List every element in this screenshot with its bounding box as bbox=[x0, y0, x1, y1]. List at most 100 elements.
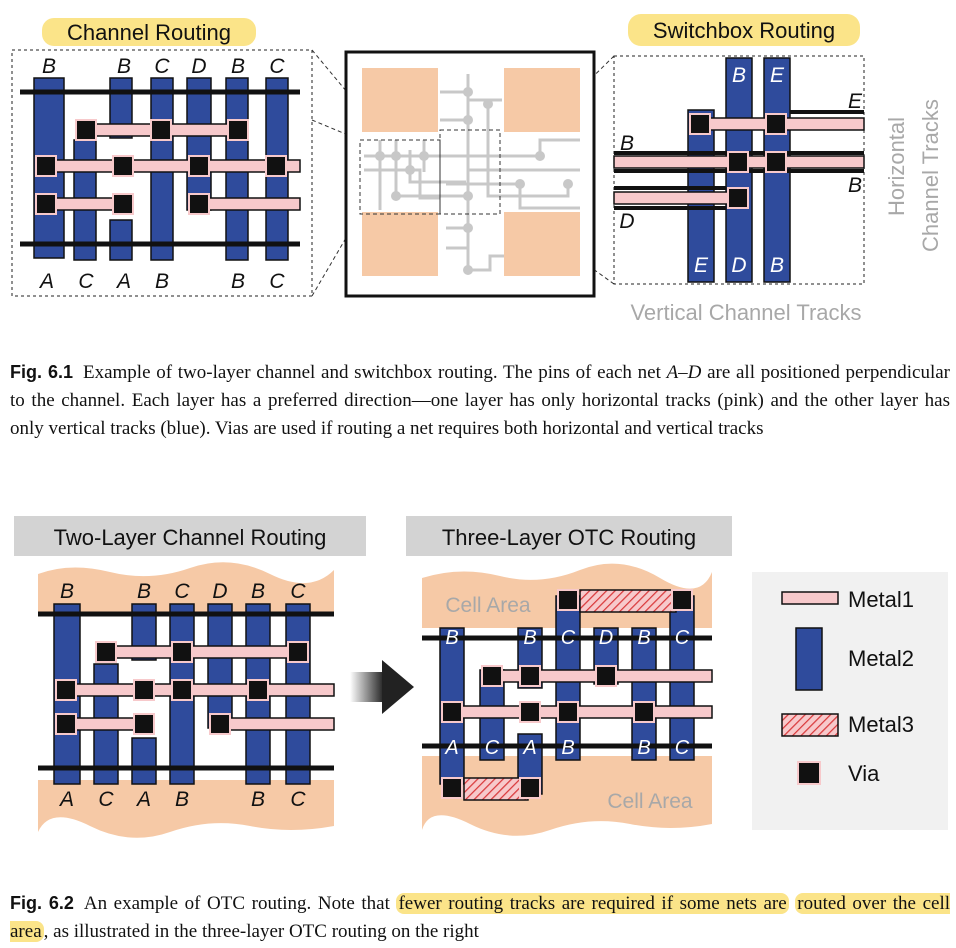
channel-title-highlight bbox=[42, 18, 256, 46]
via bbox=[55, 679, 77, 701]
metal3-track bbox=[463, 777, 529, 801]
via bbox=[595, 665, 617, 687]
pin-label: B bbox=[620, 132, 634, 155]
pin-label: B bbox=[137, 580, 151, 603]
legend-metal2-label: Metal2 bbox=[848, 646, 914, 671]
metal1-track bbox=[197, 197, 301, 211]
pin-label: B bbox=[561, 737, 574, 759]
via bbox=[55, 713, 77, 735]
pin-label: B bbox=[848, 174, 862, 197]
chip-wire-dots bbox=[375, 87, 573, 275]
pin-label: B bbox=[770, 254, 784, 277]
pin-label: E bbox=[848, 90, 863, 113]
via-group bbox=[441, 589, 693, 799]
via bbox=[633, 701, 655, 723]
via bbox=[133, 713, 155, 735]
via bbox=[481, 665, 503, 687]
pin-label: D bbox=[191, 55, 206, 78]
pin-label: B bbox=[523, 627, 536, 649]
pin-label: A bbox=[135, 788, 151, 811]
via bbox=[671, 589, 693, 611]
via bbox=[171, 679, 193, 701]
vertical-tracks-label: Vertical Channel Tracks bbox=[630, 300, 861, 325]
cell-block bbox=[504, 68, 580, 132]
via bbox=[557, 701, 579, 723]
two-layer-title-box bbox=[14, 516, 366, 556]
pin-label: C bbox=[675, 737, 690, 759]
via bbox=[75, 119, 97, 141]
via bbox=[171, 641, 193, 663]
metal2-track bbox=[131, 737, 157, 785]
via bbox=[287, 641, 309, 663]
fig1-switchbox-panel: Switchbox Routing B E E D B B D E bbox=[613, 14, 943, 325]
channel-dashed-frame bbox=[11, 49, 313, 297]
fig2-two-layer-panel: Two-Layer Channel Routing bbox=[14, 516, 366, 838]
fig1-channel-panel: Channel Routing bbox=[11, 18, 313, 297]
transition-arrow bbox=[350, 660, 414, 714]
fig2-caption-text-1: An example of OTC routing. Note that bbox=[83, 893, 397, 914]
metal2-track bbox=[109, 219, 133, 261]
pin-label: B bbox=[637, 627, 650, 649]
cell-block bbox=[504, 212, 580, 276]
pin-label: B bbox=[42, 55, 56, 78]
via bbox=[265, 155, 287, 177]
via-group bbox=[689, 113, 787, 209]
legend-metal1-swatch bbox=[781, 591, 839, 605]
pin-label: C bbox=[174, 580, 190, 603]
fig2-caption-highlight-1: fewer routing tracks are required if som… bbox=[396, 893, 789, 914]
cell-area-bottom bbox=[422, 756, 712, 836]
fig1-caption-text-1: Example of two-layer channel and switchb… bbox=[82, 362, 667, 383]
pin-label: C bbox=[485, 737, 500, 759]
pin-label: A bbox=[115, 270, 131, 293]
fig2-three-layer-panel: Three-Layer OTC Routing Cell Area Cell A… bbox=[406, 516, 732, 836]
metal2-track bbox=[186, 77, 212, 211]
switchbox-title-highlight bbox=[628, 14, 860, 46]
pin-label: C bbox=[290, 788, 306, 811]
legend-metal2-swatch bbox=[795, 627, 823, 691]
pin-label: C bbox=[561, 627, 576, 649]
fig1-caption-label: Fig. 6.1 bbox=[10, 362, 73, 382]
via bbox=[133, 679, 155, 701]
legend-metal1-label: Metal1 bbox=[848, 587, 914, 612]
cell-area-label: Cell Area bbox=[445, 594, 531, 617]
pin-label: D bbox=[212, 580, 227, 603]
via bbox=[519, 777, 541, 799]
cell-area-label: Cell Area bbox=[607, 790, 693, 813]
metal1-track bbox=[103, 645, 299, 659]
legend: Metal1 Metal2 Metal3 Via bbox=[752, 572, 948, 830]
metal1-track bbox=[43, 159, 301, 173]
pin-label: A bbox=[38, 270, 54, 293]
pin-label: B bbox=[231, 55, 245, 78]
via bbox=[95, 641, 117, 663]
legend-via-label: Via bbox=[848, 761, 880, 786]
via bbox=[188, 193, 210, 215]
legend-box bbox=[752, 572, 948, 830]
via bbox=[519, 701, 541, 723]
pin-label: C bbox=[78, 270, 94, 293]
pin-label: C bbox=[290, 580, 306, 603]
pin-label: A bbox=[58, 788, 74, 811]
metal2-track bbox=[207, 603, 233, 729]
pin-label: C bbox=[154, 55, 170, 78]
fig2-caption-text-2: , as illustrated in the three-layer OTC … bbox=[43, 921, 479, 942]
pin-label: E bbox=[694, 254, 709, 277]
via bbox=[112, 155, 134, 177]
switchbox-routing-title: Switchbox Routing bbox=[653, 18, 835, 43]
three-layer-title: Three-Layer OTC Routing bbox=[442, 525, 696, 550]
pin-label: D bbox=[619, 210, 634, 233]
cell-area-top bbox=[38, 562, 334, 616]
horizontal-tracks-label-1: Horizontal bbox=[884, 117, 909, 216]
two-layer-title: Two-Layer Channel Routing bbox=[54, 525, 327, 550]
via bbox=[689, 113, 711, 135]
pin-label: D bbox=[599, 627, 613, 649]
fig2-caption-label: Fig. 6.2 bbox=[10, 893, 74, 913]
pin-label: B bbox=[637, 737, 650, 759]
via bbox=[765, 151, 787, 173]
via bbox=[557, 589, 579, 611]
cell-block bbox=[362, 68, 438, 132]
pin-label: C bbox=[675, 627, 690, 649]
metal3-track bbox=[579, 589, 677, 613]
pin-label: B bbox=[251, 788, 265, 811]
pin-label: D bbox=[731, 254, 746, 277]
